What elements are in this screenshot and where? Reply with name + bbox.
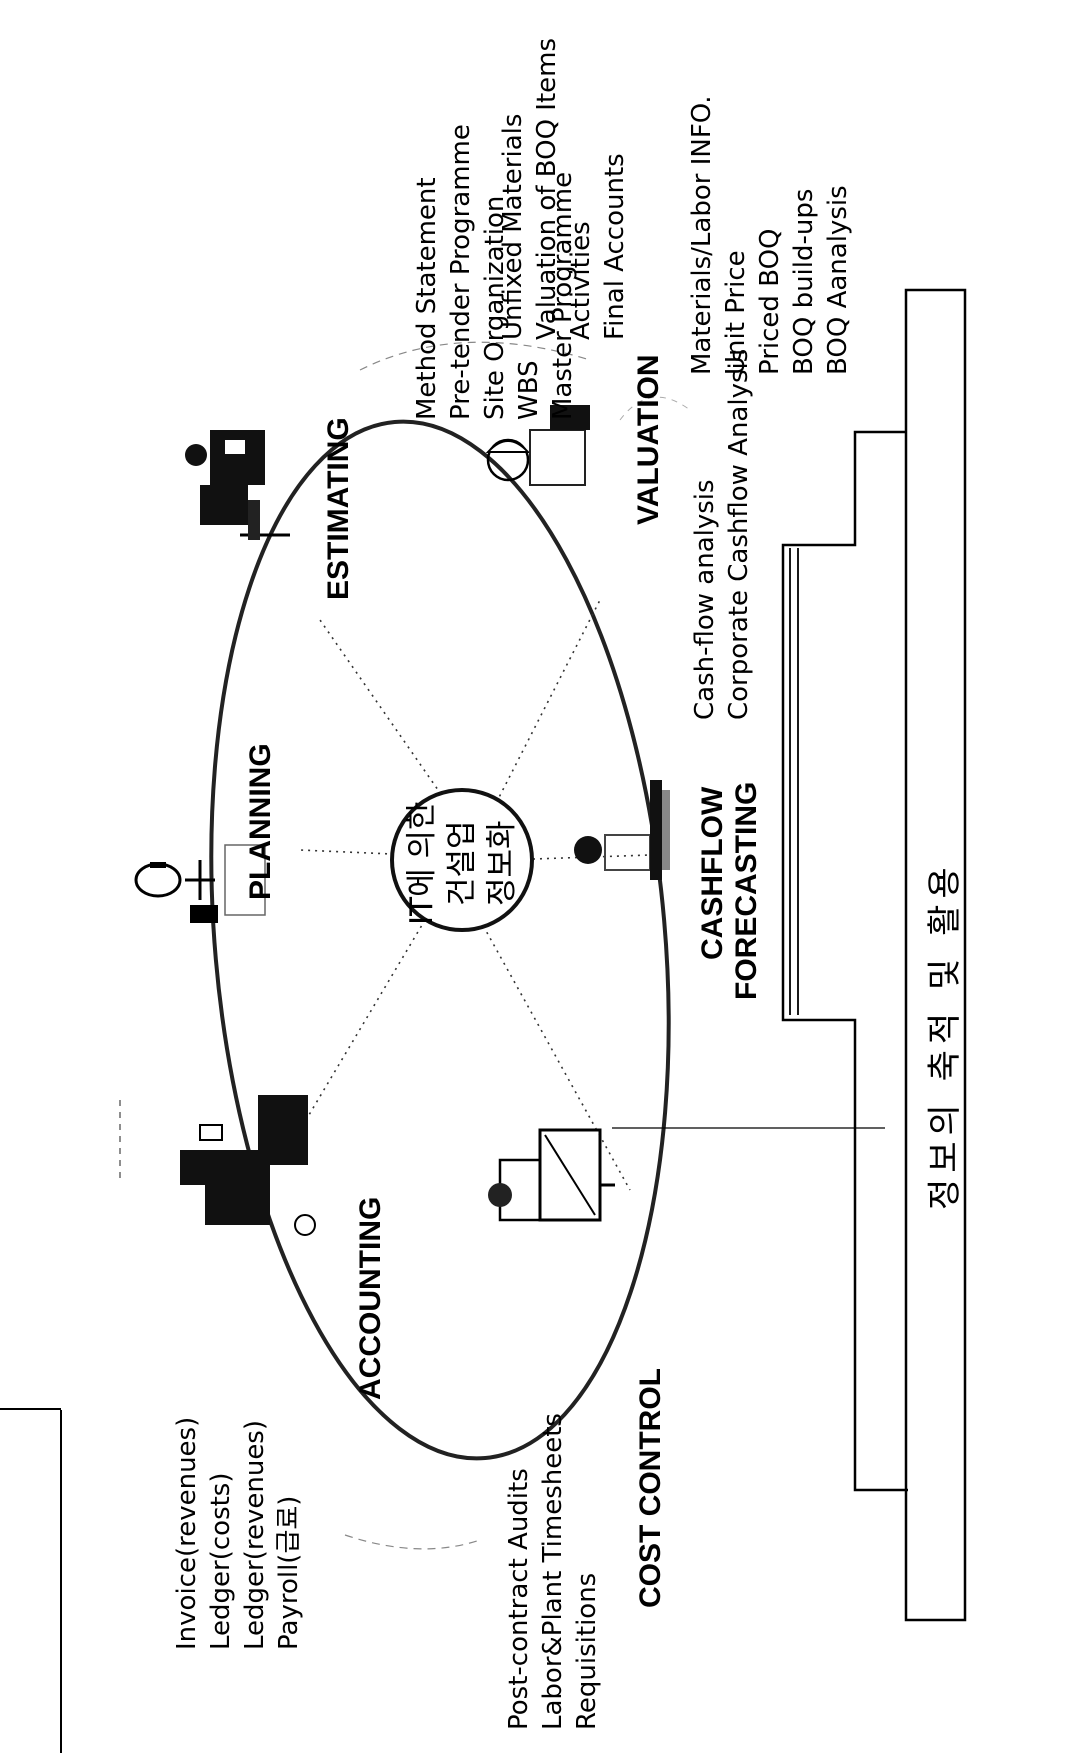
spoke-cashflow xyxy=(504,854,651,861)
person-at-desk-icon xyxy=(134,844,266,923)
phase-accounting: ACCOUNTING xyxy=(354,1196,387,1400)
list-item: Cash-flow analysis xyxy=(690,479,720,720)
list-item: Materials/Labor INFO. xyxy=(687,95,717,375)
accumulation-arrow xyxy=(781,288,967,1622)
list-item: Valuation of BOQ Items xyxy=(532,37,562,340)
surveyor-icon xyxy=(488,1128,615,1222)
list-item: Activities xyxy=(566,221,596,340)
list-item: Ledger(costs) xyxy=(206,1472,236,1651)
worker-at-drafting-table-icon xyxy=(185,430,290,540)
cycle-ellipse xyxy=(209,419,671,1461)
list-item: Ledger(revenues) xyxy=(240,1419,270,1650)
list-cashflow: Cash-flow analysis Corporate Cashflow An… xyxy=(688,349,756,720)
list-item: Pre-tender Programme xyxy=(446,124,476,420)
list-item: Final Accounts xyxy=(600,153,630,340)
list-cost-control: Post-contract Audits Labor&Plant Timeshe… xyxy=(502,1413,604,1730)
engineer-with-helmet-icon xyxy=(485,405,590,486)
arrow-label: 정보의 축적 및 활용 xyxy=(925,861,965,1210)
spokes xyxy=(299,599,651,1191)
list-item: Unit Price xyxy=(721,250,751,375)
phase-estimating: ESTIMATING xyxy=(322,417,355,600)
list-accounting: Invoice(revenues) Ledger(costs) Ledger(r… xyxy=(170,1417,306,1650)
phase-cashflow-line2: FORECASTING xyxy=(730,781,763,1000)
center-line-3: 정보화 xyxy=(484,820,520,907)
clerk-at-desk-icon xyxy=(180,1095,316,1236)
list-item: BOQ Aanalysis xyxy=(823,185,853,375)
spoke-accounting xyxy=(299,919,426,1131)
phase-valuation: VALUATION xyxy=(632,354,665,525)
halo-arc-left xyxy=(344,1534,481,1550)
list-item: Post-contract Audits xyxy=(504,1468,534,1730)
list-valuation: Unfixed Materials Valuation of BOQ Items… xyxy=(496,38,632,340)
spoke-estimating xyxy=(319,619,446,801)
phase-cost-control: COST CONTROL xyxy=(634,1368,667,1608)
list-item: Unfixed Materials xyxy=(498,113,528,340)
list-estimating: Materials/Labor INFO. Unit Price Priced … xyxy=(685,96,855,375)
list-item: BOQ build-ups xyxy=(789,188,819,375)
seated-worker-icon xyxy=(574,780,670,880)
phase-planning: PLANNING xyxy=(244,743,277,900)
list-item: Invoice(revenues) xyxy=(172,1416,202,1650)
list-item: Priced BOQ xyxy=(755,228,785,375)
center-line-2: 건설업 xyxy=(444,820,480,907)
halo-arc-top xyxy=(359,341,591,371)
halo-arc-right xyxy=(619,396,691,421)
center-label: IT에 의한 건설업 정보화 xyxy=(402,802,522,926)
spoke-planning xyxy=(299,849,416,856)
phase-cashflow-line1: CASHFLOW xyxy=(696,786,729,960)
list-item: Method Statement xyxy=(412,177,442,420)
center-circle xyxy=(390,788,534,932)
spoke-cost-control xyxy=(479,919,631,1191)
spoke-valuation xyxy=(489,599,601,816)
list-item: Labor&Plant Timesheets xyxy=(538,1413,568,1730)
list-item: Requisitions xyxy=(572,1572,602,1730)
list-item: Payroll(급료) xyxy=(274,1495,304,1650)
list-item: Corporate Cashflow Analysis xyxy=(724,348,754,720)
center-line-1: IT에 의한 xyxy=(404,801,440,926)
